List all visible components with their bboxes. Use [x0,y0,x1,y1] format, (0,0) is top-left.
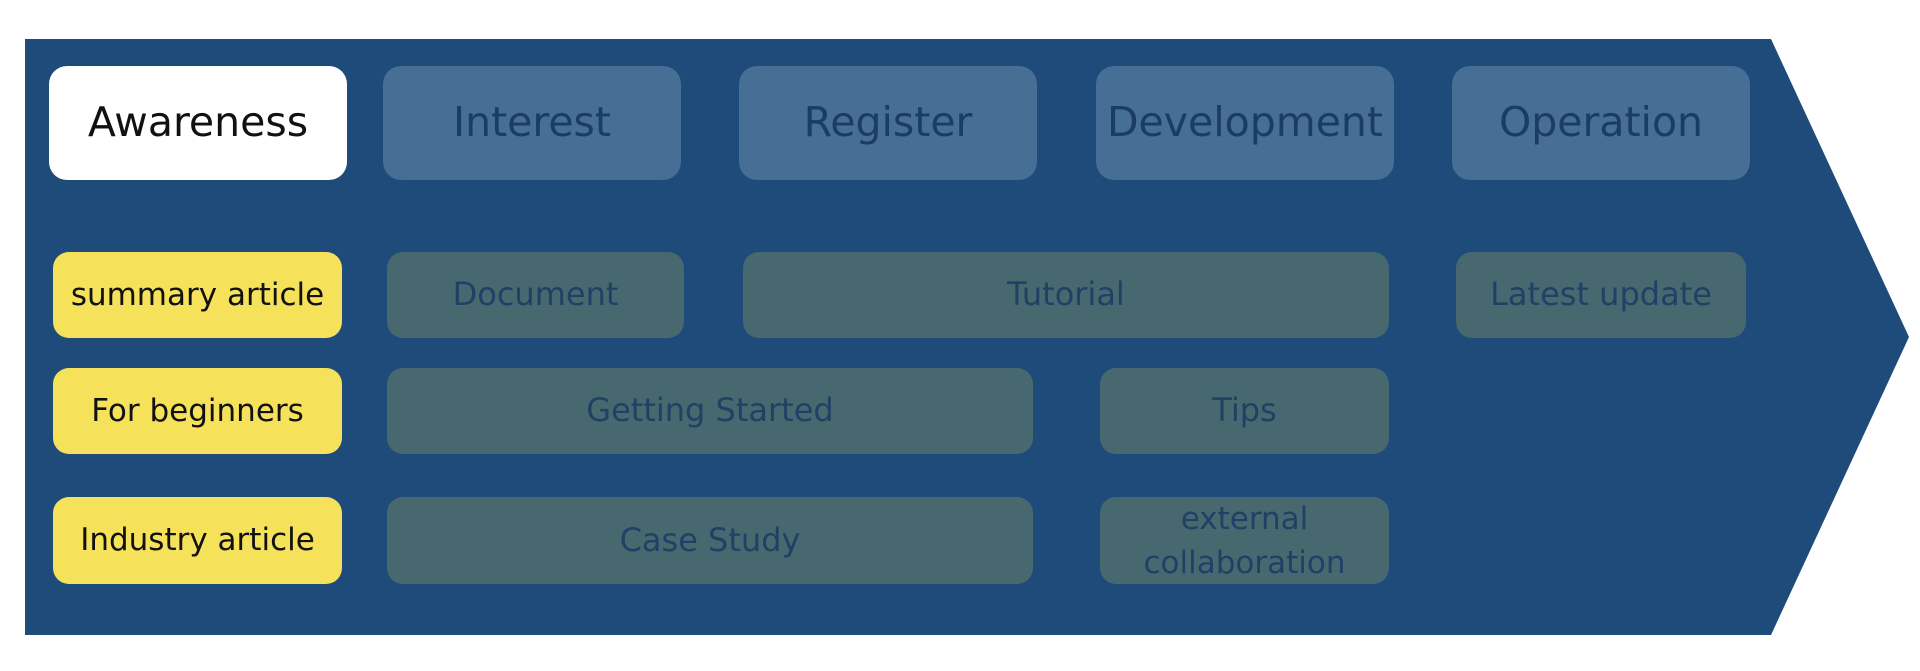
row-label-industry-article: Industry article [53,497,342,584]
row-label-for-beginners: For beginners [53,368,342,454]
stage-interest: Interest [383,66,681,180]
stage-operation: Operation [1452,66,1750,180]
content-external-collaboration: external collaboration [1100,497,1389,584]
stage-awareness: Awareness [49,66,347,180]
content-getting-started: Getting Started [387,368,1033,454]
content-latest-update: Latest update [1456,252,1746,338]
content-tutorial: Tutorial [743,252,1389,338]
content-document: Document [387,252,684,338]
row-label-summary-article: summary article [53,252,342,338]
stage-register: Register [739,66,1037,180]
content-case-study: Case Study [387,497,1033,584]
content-tips: Tips [1100,368,1389,454]
stage-development: Development [1096,66,1394,180]
